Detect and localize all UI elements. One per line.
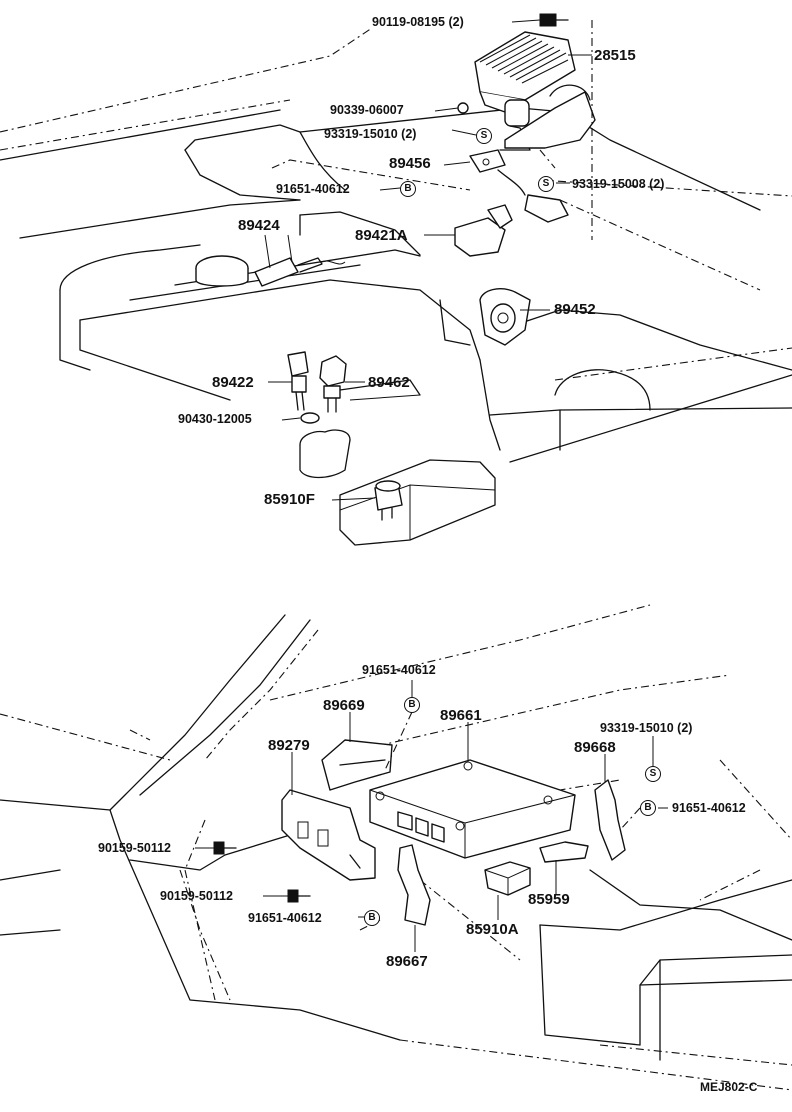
label-90430-12005: 90430-12005 (178, 412, 252, 426)
lower-leader-lines (195, 680, 668, 952)
b-marker-icon: B (640, 800, 656, 816)
label-89424: 89424 (238, 217, 280, 234)
label-89452: 89452 (554, 301, 596, 318)
label-89667: 89667 (386, 953, 428, 970)
label-93319-15010-lower: 93319-15010 (2) (600, 721, 693, 735)
label-85910a: 85910A (466, 921, 519, 938)
engine-compartment-outline (0, 27, 792, 546)
label-90159-50112-a: 90159-50112 (98, 841, 171, 855)
label-89279: 89279 (268, 737, 310, 754)
label-85910f: 85910F (264, 491, 315, 508)
b-marker-icon: B (400, 181, 416, 197)
label-91651-40612-upper: 91651-40612 (276, 182, 350, 196)
label-89422: 89422 (212, 374, 254, 391)
s-marker-icon: S (538, 176, 554, 192)
label-89456: 89456 (389, 155, 431, 172)
ecu-area-outline (0, 604, 792, 1091)
label-90339-06007: 90339-06007 (330, 103, 404, 117)
label-89421a: 89421A (355, 227, 408, 244)
label-89661: 89661 (440, 707, 482, 724)
b-marker-icon: B (404, 697, 420, 713)
label-93319-15010-upper: 93319-15010 (2) (324, 127, 417, 141)
lower-part-drawings (213, 739, 626, 926)
label-89668: 89668 (574, 739, 616, 756)
label-90119-08195: 90119-08195 (2) (372, 15, 464, 29)
label-28515: 28515 (594, 47, 636, 64)
label-85959: 85959 (528, 891, 570, 908)
label-89669: 89669 (323, 697, 365, 714)
label-90159-50112-b: 90159-50112 (160, 889, 233, 903)
upper-part-drawings (254, 13, 596, 521)
diagram-code: MEJ802-C (700, 1080, 758, 1094)
label-91651-40612-right: 91651-40612 (672, 801, 746, 815)
label-89462: 89462 (368, 374, 410, 391)
b-marker-icon: B (364, 910, 380, 926)
s-marker-icon: S (476, 128, 492, 144)
upper-leader-lines (264, 19, 593, 501)
label-91651-40612-bottom: 91651-40612 (248, 911, 322, 925)
label-93319-15008: 93319-15008 (2) (572, 177, 665, 191)
s-marker-icon: S (645, 766, 661, 782)
label-91651-40612-top: 91651-40612 (362, 663, 436, 677)
